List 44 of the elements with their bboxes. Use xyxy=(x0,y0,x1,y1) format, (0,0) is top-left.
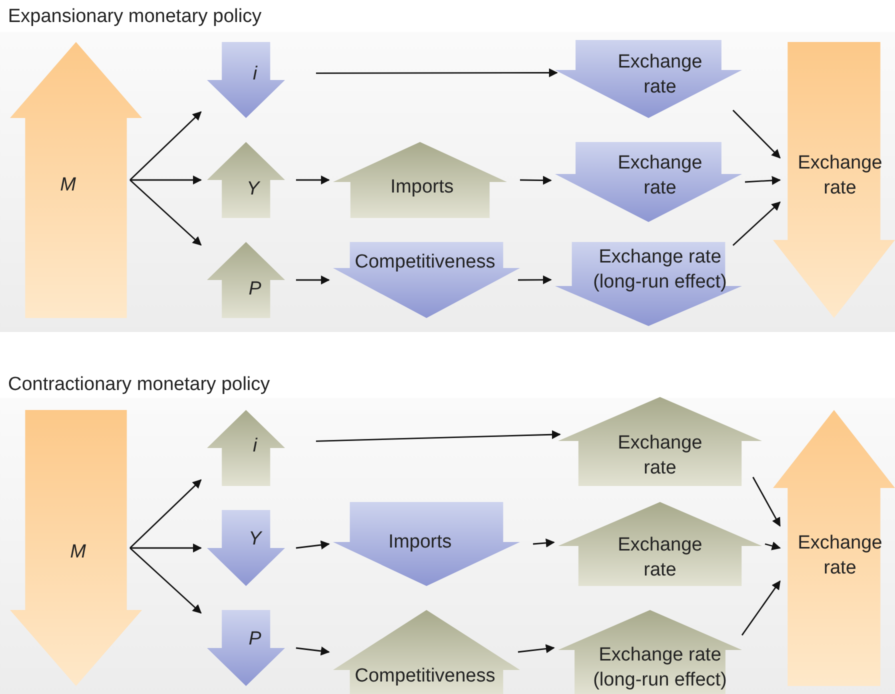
arrow xyxy=(518,275,552,284)
arrow-label: Y xyxy=(246,178,262,202)
arrow-label: Exchange rate xyxy=(616,151,704,200)
arrow xyxy=(296,176,330,184)
arrow xyxy=(130,479,202,548)
panel-title: Contractionary monetary policy xyxy=(8,374,270,396)
arrow xyxy=(520,176,552,185)
arrow-label: Competitiveness xyxy=(354,250,496,275)
arrow xyxy=(130,179,202,246)
arrow-label: Exchange rate xyxy=(616,50,704,99)
arrow-label: P xyxy=(248,278,262,302)
arrow xyxy=(296,276,330,284)
arrow-label: Imports xyxy=(389,176,455,200)
arrow-label: Exchange rate (long-run effect) xyxy=(592,245,728,294)
arrow-label: Exchange rate xyxy=(796,531,884,580)
arrow-label: Exchange rate xyxy=(616,533,704,582)
arrow-label: Exchange rate xyxy=(796,151,884,200)
arrow xyxy=(744,176,781,185)
arrow-label: M xyxy=(59,174,77,198)
arrow xyxy=(296,540,330,550)
arrow xyxy=(741,580,781,636)
panel-title: Expansionary monetary policy xyxy=(8,6,262,28)
arrow-label: M xyxy=(69,540,87,565)
arrow-label: i xyxy=(252,62,258,87)
arrow xyxy=(130,547,202,614)
arrow xyxy=(764,542,781,550)
arrow xyxy=(752,476,781,527)
arrow xyxy=(732,110,781,159)
arrow xyxy=(316,430,561,442)
arrow xyxy=(130,111,202,180)
arrow-label: Exchange rate xyxy=(616,431,704,480)
arrow xyxy=(316,68,558,78)
arrow xyxy=(732,201,781,246)
arrow-label: P xyxy=(248,628,262,652)
arrow-label: Imports xyxy=(387,530,453,555)
arrow xyxy=(532,538,555,548)
arrow-label: Competitiveness xyxy=(354,664,496,689)
arrow-label: Y xyxy=(248,528,264,552)
arrow xyxy=(130,544,202,552)
arrow xyxy=(518,644,555,654)
arrow xyxy=(130,176,202,184)
arrow-label: i xyxy=(252,434,258,459)
arrow-label: Exchange rate (long-run effect) xyxy=(592,643,728,692)
arrow xyxy=(296,646,330,656)
